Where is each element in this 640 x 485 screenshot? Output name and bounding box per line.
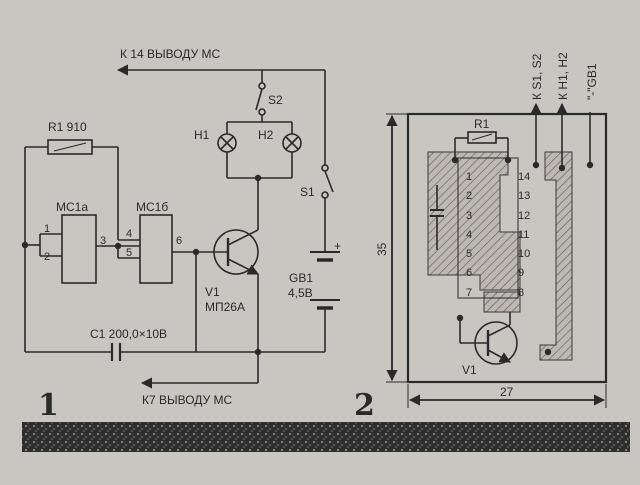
board-pin-7: 7	[466, 287, 472, 299]
copper-left	[427, 151, 521, 291]
board-transistor-label: V1	[462, 363, 477, 377]
transistor-type: МП26А	[205, 300, 245, 314]
gate-mc1b	[139, 214, 173, 284]
board-pin-14: 14	[518, 171, 530, 183]
r1-label: R1 910	[48, 120, 87, 134]
chip-a-label: МС1а	[56, 200, 88, 214]
lamp-h2	[282, 133, 302, 153]
board-pin-2: 2	[466, 190, 472, 202]
board-outline	[406, 112, 608, 384]
height-dim-label: 35	[375, 242, 389, 256]
board-pin-12: 12	[518, 210, 530, 222]
copper-right	[539, 151, 573, 361]
battery-label: GB1	[289, 271, 313, 285]
pin-6: 6	[176, 235, 182, 247]
decorative-band	[22, 422, 630, 452]
s2-switch-blade	[255, 88, 263, 111]
board-pin-5: 5	[466, 248, 472, 260]
copper-mid	[483, 291, 521, 313]
chip-b-label: МС1б	[136, 200, 168, 214]
lead-label-h1-h2: К Н1, Н2	[556, 52, 570, 100]
battery-gb1	[310, 251, 340, 310]
board-r1-label: R1	[474, 117, 490, 131]
board-transistor-v1	[456, 312, 552, 365]
pin-3: 3	[100, 235, 106, 247]
pin-2: 2	[44, 251, 50, 263]
bottom-label: К7 ВЫВОДУ МС	[142, 393, 233, 407]
figure-number-1: 1	[38, 388, 59, 423]
top-label: К 14 ВЫВОДУ МС	[120, 47, 221, 61]
circuit-labels: К 14 ВЫВОДУ МС R1 910 МС1а МС1б 1 2 3 4 …	[38, 47, 341, 423]
gate-mc1a	[61, 214, 97, 284]
battery-plus: +	[334, 239, 341, 253]
h2-label: Н2	[258, 128, 274, 142]
board-pin-11: 11	[518, 229, 529, 241]
lead-label-gb1: "-"GB1	[585, 63, 599, 100]
figure-number-2: 2	[354, 388, 375, 423]
pin-5: 5	[126, 247, 132, 259]
board-pin-9: 9	[518, 267, 524, 279]
s1-label: S1	[300, 185, 315, 199]
board-pin-10: 10	[518, 248, 530, 260]
board-pin-8: 8	[518, 287, 524, 299]
lead-label-s1-s2: К S1, S2	[530, 53, 544, 100]
h1-label: Н1	[194, 128, 210, 142]
board-pin-4: 4	[466, 229, 472, 241]
board-pin-13: 13	[518, 190, 530, 202]
transistor-v1	[213, 229, 260, 275]
s2-label: S2	[268, 93, 283, 107]
circuit-diagram	[21, 64, 340, 389]
pin-4: 4	[126, 228, 132, 240]
board-pin-6: 6	[466, 267, 472, 279]
battery-value: 4,5В	[288, 286, 313, 300]
pin-1: 1	[44, 223, 50, 235]
s1-switch-blade	[324, 170, 334, 193]
board-layout	[386, 102, 608, 408]
board-pin-3: 3	[466, 210, 472, 222]
capacitor-label: С1 200,0×10В	[90, 327, 167, 341]
lamp-h1	[217, 133, 237, 153]
width-dim-label: 27	[500, 385, 514, 399]
board-labels: R1 К S1, S2 К Н1, Н2 "-"GB1 1 2 3 4 5 6 …	[354, 52, 599, 423]
board-pin-1: 1	[466, 171, 472, 183]
transistor-label: V1	[205, 285, 220, 299]
